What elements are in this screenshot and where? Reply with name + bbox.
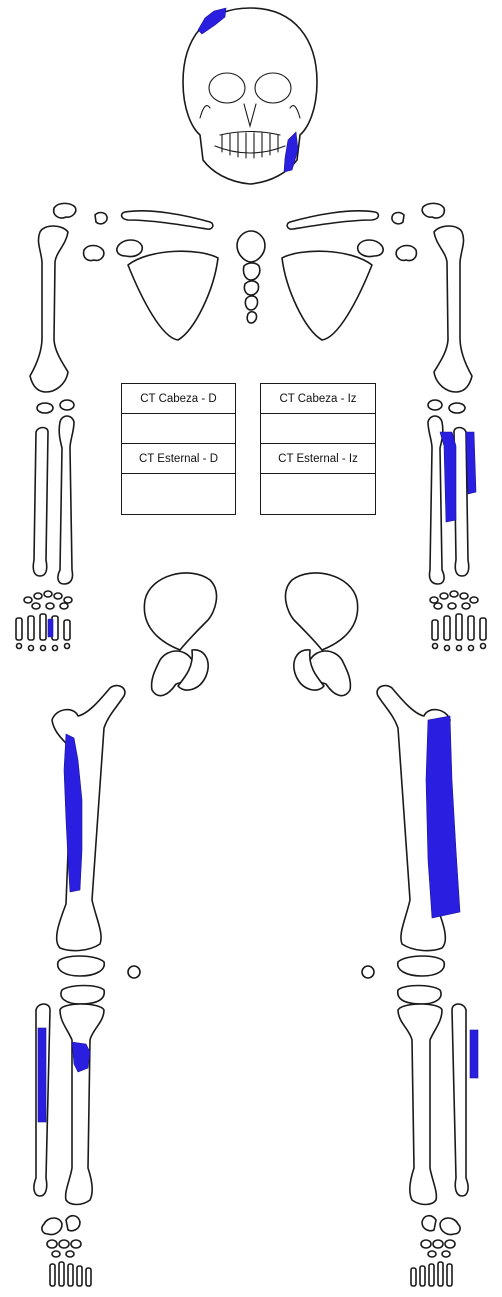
right-hand-highlight (48, 619, 53, 637)
pelvis (144, 573, 357, 696)
hand-left (430, 591, 486, 651)
humerus-right (30, 226, 68, 392)
foot-left (411, 1216, 460, 1286)
ct-esternal-d-value (122, 474, 235, 504)
sternum (237, 231, 265, 323)
left-fibula-highlight (470, 1030, 478, 1078)
foot-right (42, 1216, 91, 1286)
humerus-left (434, 226, 472, 392)
hand-right (16, 591, 72, 651)
femur-right (52, 686, 125, 951)
lower-leg-left (398, 1004, 468, 1205)
ct-esternal-iz-value (261, 474, 375, 504)
ct-table-right: CT Cabeza - D CT Esternal - D (121, 383, 236, 515)
ct-esternal-d-label: CT Esternal - D (122, 444, 235, 474)
ct-esternal-iz-label: CT Esternal - Iz (261, 444, 375, 474)
forearm-right (33, 416, 74, 584)
ct-cabeza-d-value (122, 414, 235, 444)
ct-cabeza-iz-label: CT Cabeza - Iz (261, 384, 375, 414)
left-radius-highlight (440, 432, 456, 522)
ct-table-left: CT Cabeza - Iz CT Esternal - Iz (260, 383, 376, 515)
right-fibula-highlight (38, 1028, 46, 1122)
knee-bones (58, 956, 445, 1004)
ct-cabeza-iz-value (261, 414, 375, 444)
ct-cabeza-d-label: CT Cabeza - D (122, 384, 235, 414)
left-ulna-highlight (466, 432, 476, 494)
left-femur-highlight (426, 716, 460, 918)
skull (183, 8, 317, 184)
